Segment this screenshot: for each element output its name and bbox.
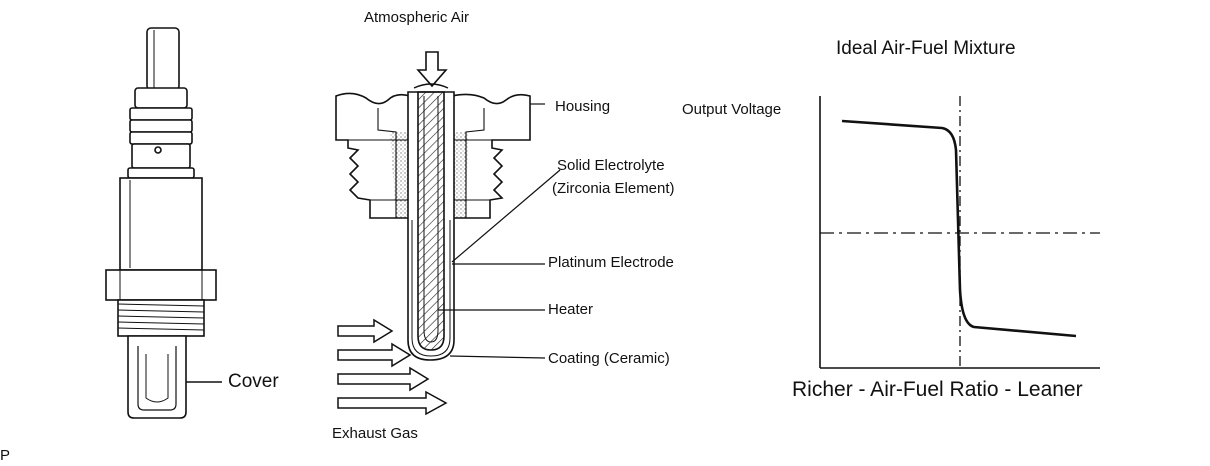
heater-core — [417, 91, 445, 351]
atmospheric-air-label: Atmospheric Air — [364, 9, 470, 26]
sensor-grommet — [134, 87, 188, 109]
sensor-hex-nut — [105, 269, 217, 301]
graph-title: Ideal Air-Fuel Mixture — [836, 38, 1016, 59]
exhaust-gas-label: Exhaust Gas — [332, 425, 418, 442]
coating-label: Coating (Ceramic) — [548, 350, 670, 367]
sensor-cover — [127, 335, 187, 419]
housing-left — [335, 92, 411, 219]
housing-label: Housing — [555, 98, 611, 115]
solid-electrolyte-label: Solid Electrolyte — [557, 157, 665, 174]
voltage-graph — [819, 96, 1100, 369]
housing-right — [451, 93, 531, 219]
electrolyte-leader-line — [451, 169, 561, 263]
zirconia-element-label: (Zirconia Element) — [552, 180, 675, 197]
platinum-electrode-label: Platinum Electrode — [548, 254, 674, 271]
coating-leader-line — [449, 355, 546, 359]
sensor-wire — [146, 27, 180, 91]
oxygen-sensor-exterior — [105, 27, 222, 419]
graph-y-axis-label: Output Voltage — [682, 101, 782, 118]
exhaust-gas-arrows — [337, 318, 448, 416]
heater-label: Heater — [548, 301, 594, 318]
graph-x-axis-label: Richer - Air-Fuel Ratio - Leaner — [792, 378, 1083, 401]
cover-label: Cover — [228, 371, 279, 392]
corner-mark: P — [0, 447, 11, 464]
sensor-body — [119, 177, 203, 271]
sensor-cross-section — [335, 51, 561, 416]
atmospheric-air-arrow — [416, 51, 448, 88]
output-voltage-curve — [841, 119, 1077, 338]
